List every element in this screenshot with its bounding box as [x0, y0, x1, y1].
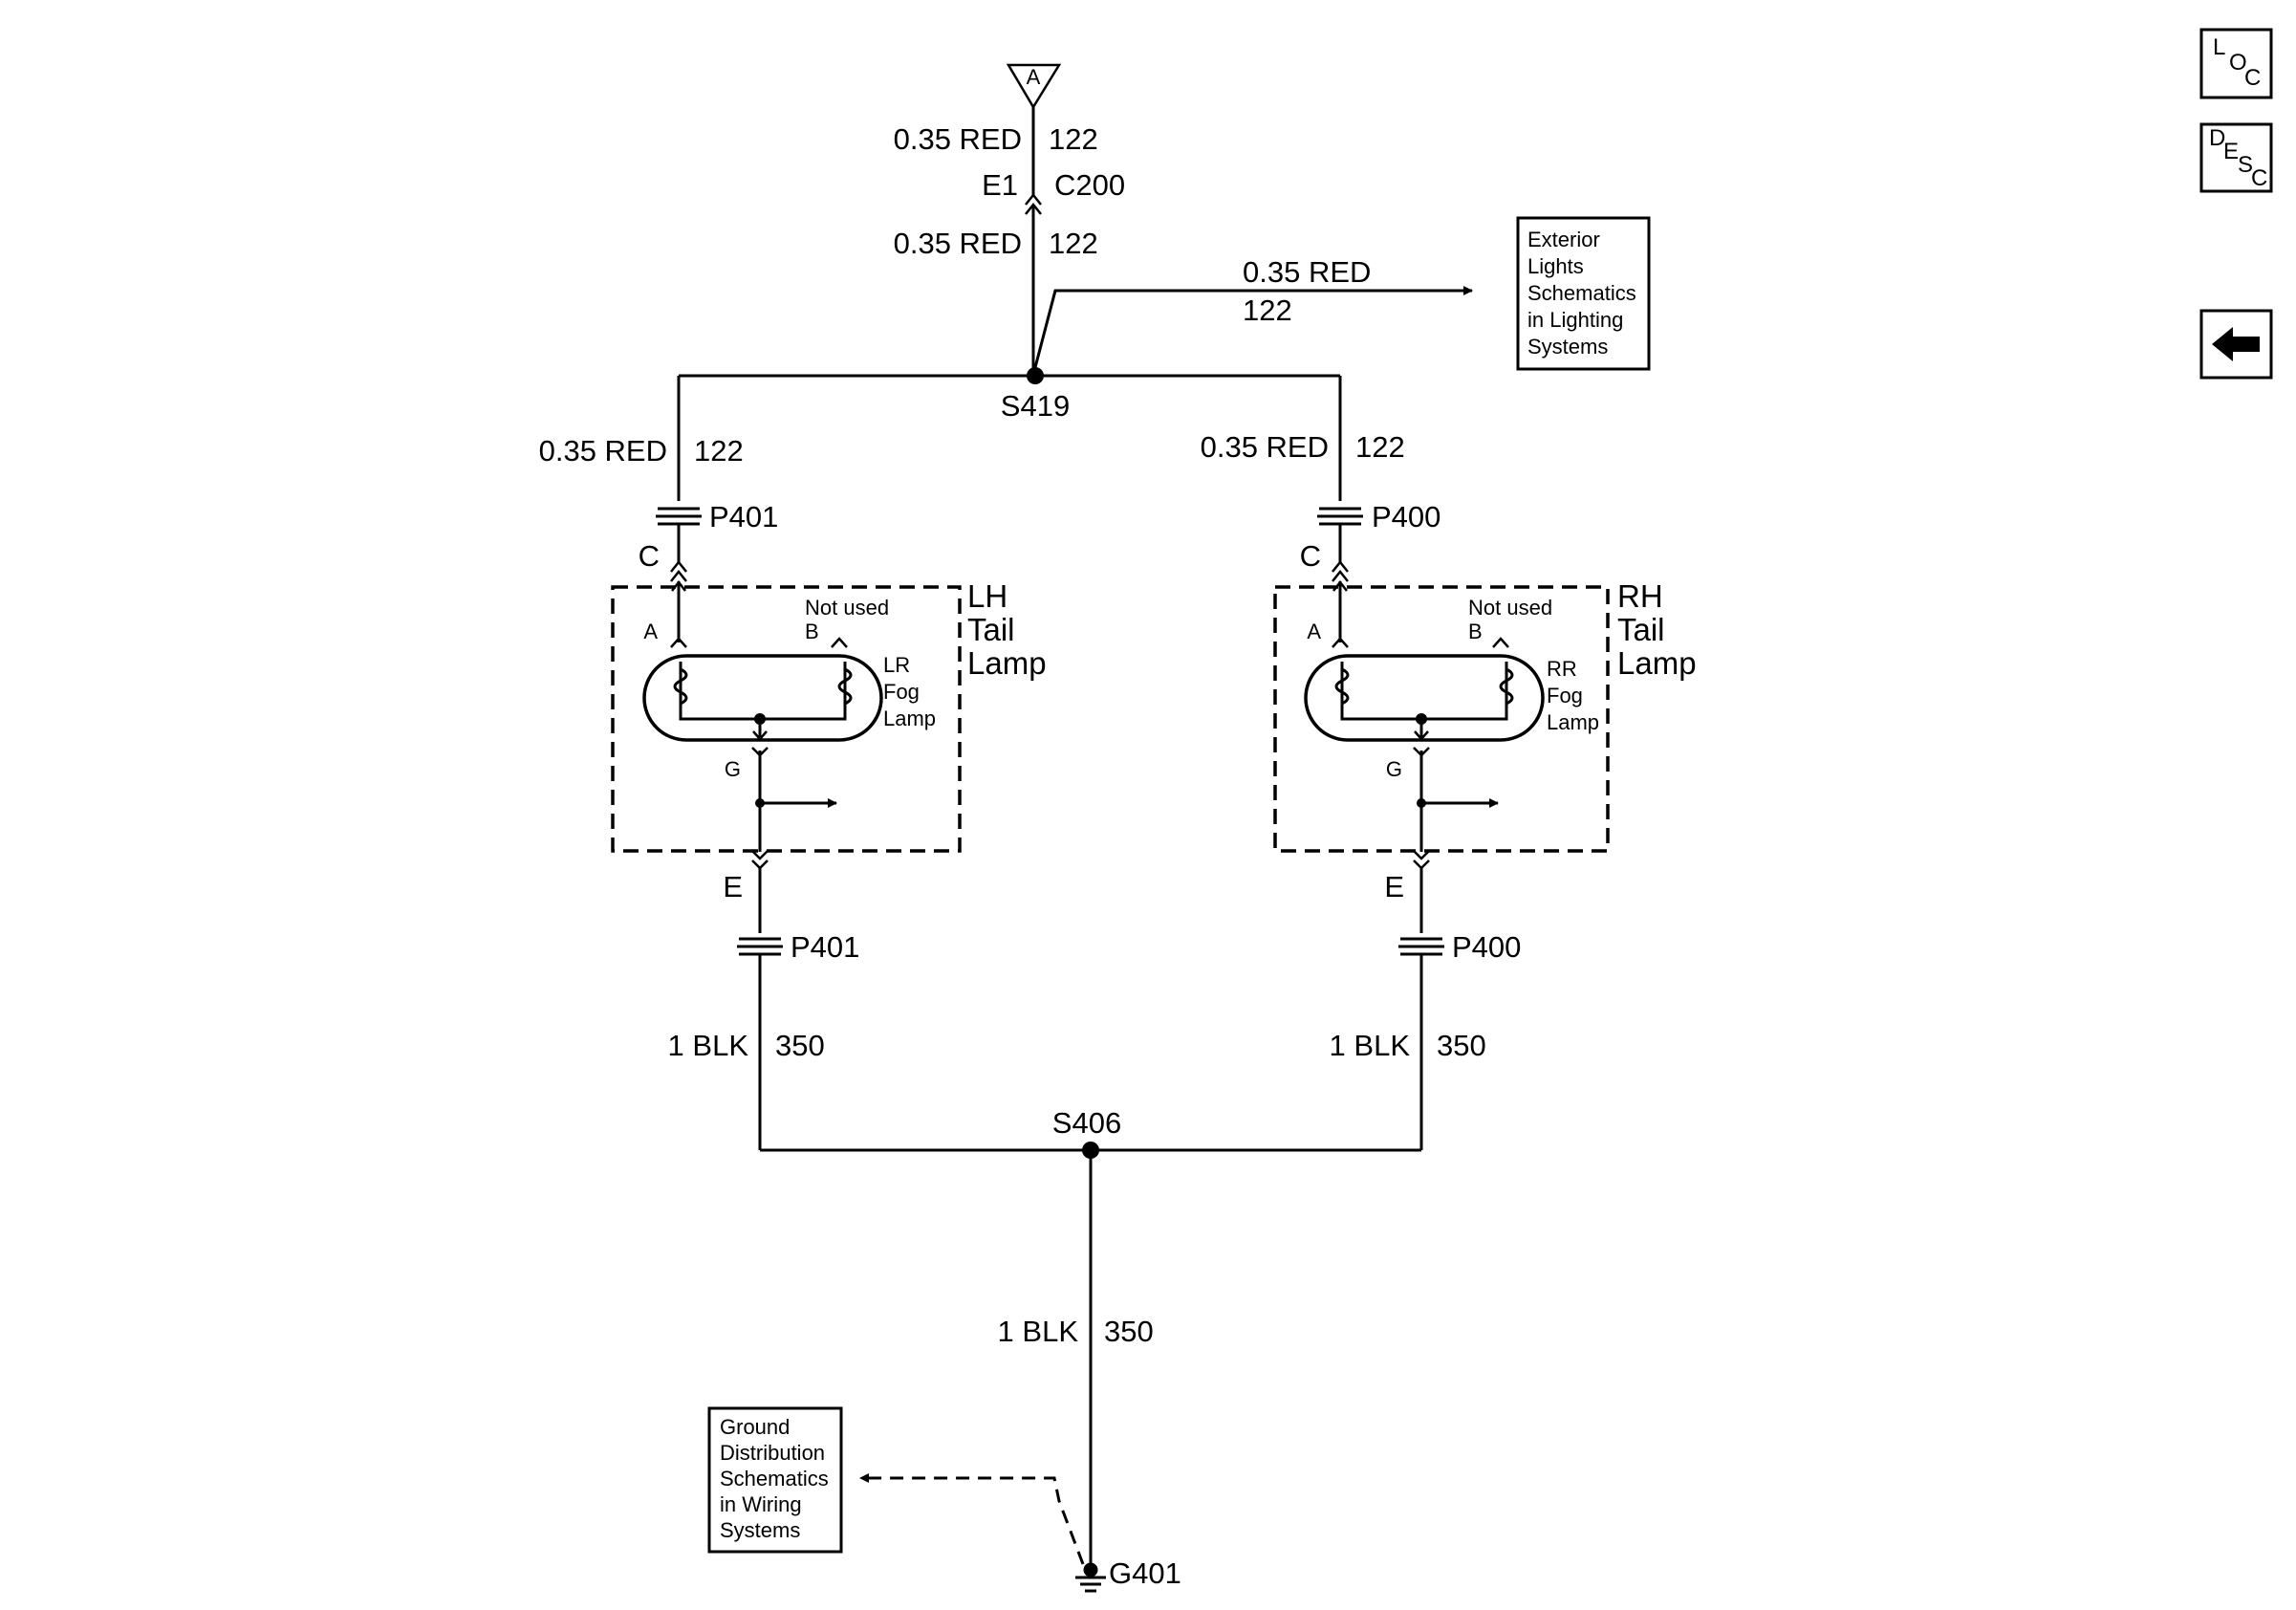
left-p401-lower-label: P401: [791, 930, 859, 964]
left-pin-a-label: A: [643, 620, 658, 643]
svg-text:Ground: Ground: [720, 1415, 790, 1439]
svg-text:C: C: [2244, 65, 2261, 91]
splice-s406-dot: [1082, 1142, 1099, 1159]
ground-wire-label: 1 BLK: [998, 1315, 1079, 1348]
svg-text:Schematics: Schematics: [720, 1467, 829, 1490]
right-ground-wire-label: 1 BLK: [1330, 1029, 1411, 1062]
left-circuit-label: 122: [694, 434, 744, 468]
description-button[interactable]: D E S C: [2199, 122, 2273, 193]
exterior-lights-reference-box[interactable]: Exterior Lights Schematics in Lighting S…: [1516, 216, 1651, 371]
right-fog-lamp-bulb: [1304, 579, 1545, 742]
right-lamp-label-2: Fog: [1547, 684, 1583, 707]
left-lamp-label-3: Lamp: [883, 707, 936, 730]
svg-text:Lights: Lights: [1527, 254, 1584, 278]
right-ground-path: [1398, 747, 1499, 1150]
right-lamp-label-3: Lamp: [1547, 710, 1599, 734]
right-housing-label-1: RH: [1617, 578, 1663, 614]
svg-text:Distribution: Distribution: [720, 1441, 825, 1465]
svg-text:D: D: [2209, 125, 2225, 151]
bottom-bus-wire: [760, 1148, 1421, 1568]
right-ground-circuit-label: 350: [1437, 1029, 1486, 1062]
svg-text:L: L: [2213, 34, 2225, 60]
left-ground-path: [737, 747, 837, 1150]
exterior-branch-wire: [1031, 286, 1473, 376]
left-ground-wire-label: 1 BLK: [668, 1029, 749, 1062]
right-wire-label: 0.35 RED: [1201, 430, 1329, 464]
svg-text:S: S: [2238, 152, 2253, 178]
splice-s419-label: S419: [1001, 389, 1070, 423]
left-lamp-label-1: LR: [883, 653, 910, 677]
splice-s419-dot: [1027, 367, 1044, 384]
left-ground-circuit-label: 350: [775, 1029, 825, 1062]
svg-text:Systems: Systems: [720, 1518, 800, 1542]
left-p401-upper-connector: [656, 507, 702, 582]
svg-text:in Wiring: in Wiring: [720, 1492, 802, 1516]
feed-upper-wire-label: 0.35 RED: [894, 122, 1022, 156]
right-circuit-label: 122: [1355, 430, 1405, 464]
left-g-junction-dot: [755, 798, 765, 808]
right-pin-b-label: B: [1468, 620, 1483, 643]
exterior-branch-wire-label: 0.35 RED: [1243, 255, 1371, 289]
right-g-junction-dot: [1417, 798, 1426, 808]
left-p401-upper-label: P401: [709, 500, 778, 533]
left-pin-g-label: G: [725, 757, 741, 781]
back-button[interactable]: [2199, 309, 2273, 380]
left-wire-label: 0.35 RED: [539, 434, 667, 468]
top-bus-wire: [677, 374, 1342, 501]
left-pin-b-label: B: [805, 620, 819, 643]
left-housing-label-3: Lamp: [967, 645, 1047, 681]
exterior-branch-circuit-label: 122: [1243, 294, 1292, 327]
splice-s406-label: S406: [1052, 1106, 1121, 1140]
right-p400-upper-connector: [1317, 507, 1363, 582]
right-tail-lamp-housing: [1273, 585, 1610, 853]
back-arrow-icon: [2212, 327, 2260, 361]
ground-circuit-label: 350: [1104, 1315, 1154, 1348]
svg-text:Systems: Systems: [1527, 335, 1608, 359]
svg-text:in Lighting: in Lighting: [1527, 308, 1623, 332]
left-fog-lamp-bulb: [642, 579, 883, 742]
left-not-used-label: Not used: [805, 596, 889, 620]
top-connector-a: A: [1006, 63, 1062, 110]
left-pin-c-label: C: [639, 539, 660, 573]
right-p400-upper-label: P400: [1372, 500, 1440, 533]
feed-lower-wire-label: 0.35 RED: [894, 227, 1022, 260]
svg-text:E: E: [2223, 139, 2239, 164]
feed-upper-circuit-label: 122: [1049, 122, 1098, 156]
svg-text:Exterior: Exterior: [1527, 228, 1600, 251]
c200-pin-label: E1: [982, 168, 1018, 202]
svg-text:Schematics: Schematics: [1527, 281, 1636, 305]
svg-text:C: C: [2251, 165, 2267, 191]
left-tail-lamp-housing: [611, 585, 962, 853]
right-lamp-junction-dot: [1416, 713, 1427, 725]
right-housing-label-3: Lamp: [1617, 645, 1697, 681]
svg-text:O: O: [2229, 50, 2247, 76]
ground-distribution-reference-box[interactable]: Ground Distribution Schematics in Wiring…: [707, 1406, 843, 1554]
right-housing-label-2: Tail: [1617, 612, 1665, 647]
feed-lower-circuit-label: 122: [1049, 227, 1098, 260]
c200-connector-label: C200: [1054, 168, 1125, 202]
ground-symbol: [1075, 1562, 1106, 1593]
right-pin-a-label: A: [1307, 620, 1321, 643]
ground-g401-label: G401: [1109, 1556, 1181, 1590]
left-housing-label-1: LH: [967, 578, 1007, 614]
ground-reference-leader: [859, 1473, 1085, 1565]
left-pin-e-label: E: [723, 870, 743, 903]
right-pin-g-label: G: [1386, 757, 1402, 781]
right-pin-e-label: E: [1384, 870, 1404, 903]
left-housing-label-2: Tail: [967, 612, 1015, 647]
right-pin-c-label: C: [1300, 539, 1321, 573]
feed-wire: [1025, 107, 1042, 371]
right-p400-lower-label: P400: [1452, 930, 1521, 964]
svg-text:A: A: [1027, 65, 1041, 89]
left-lamp-junction-dot: [754, 713, 766, 725]
right-lamp-label-1: RR: [1547, 657, 1577, 681]
location-button[interactable]: L O C: [2199, 28, 2273, 99]
right-not-used-label: Not used: [1468, 596, 1552, 620]
left-lamp-label-2: Fog: [883, 680, 920, 704]
